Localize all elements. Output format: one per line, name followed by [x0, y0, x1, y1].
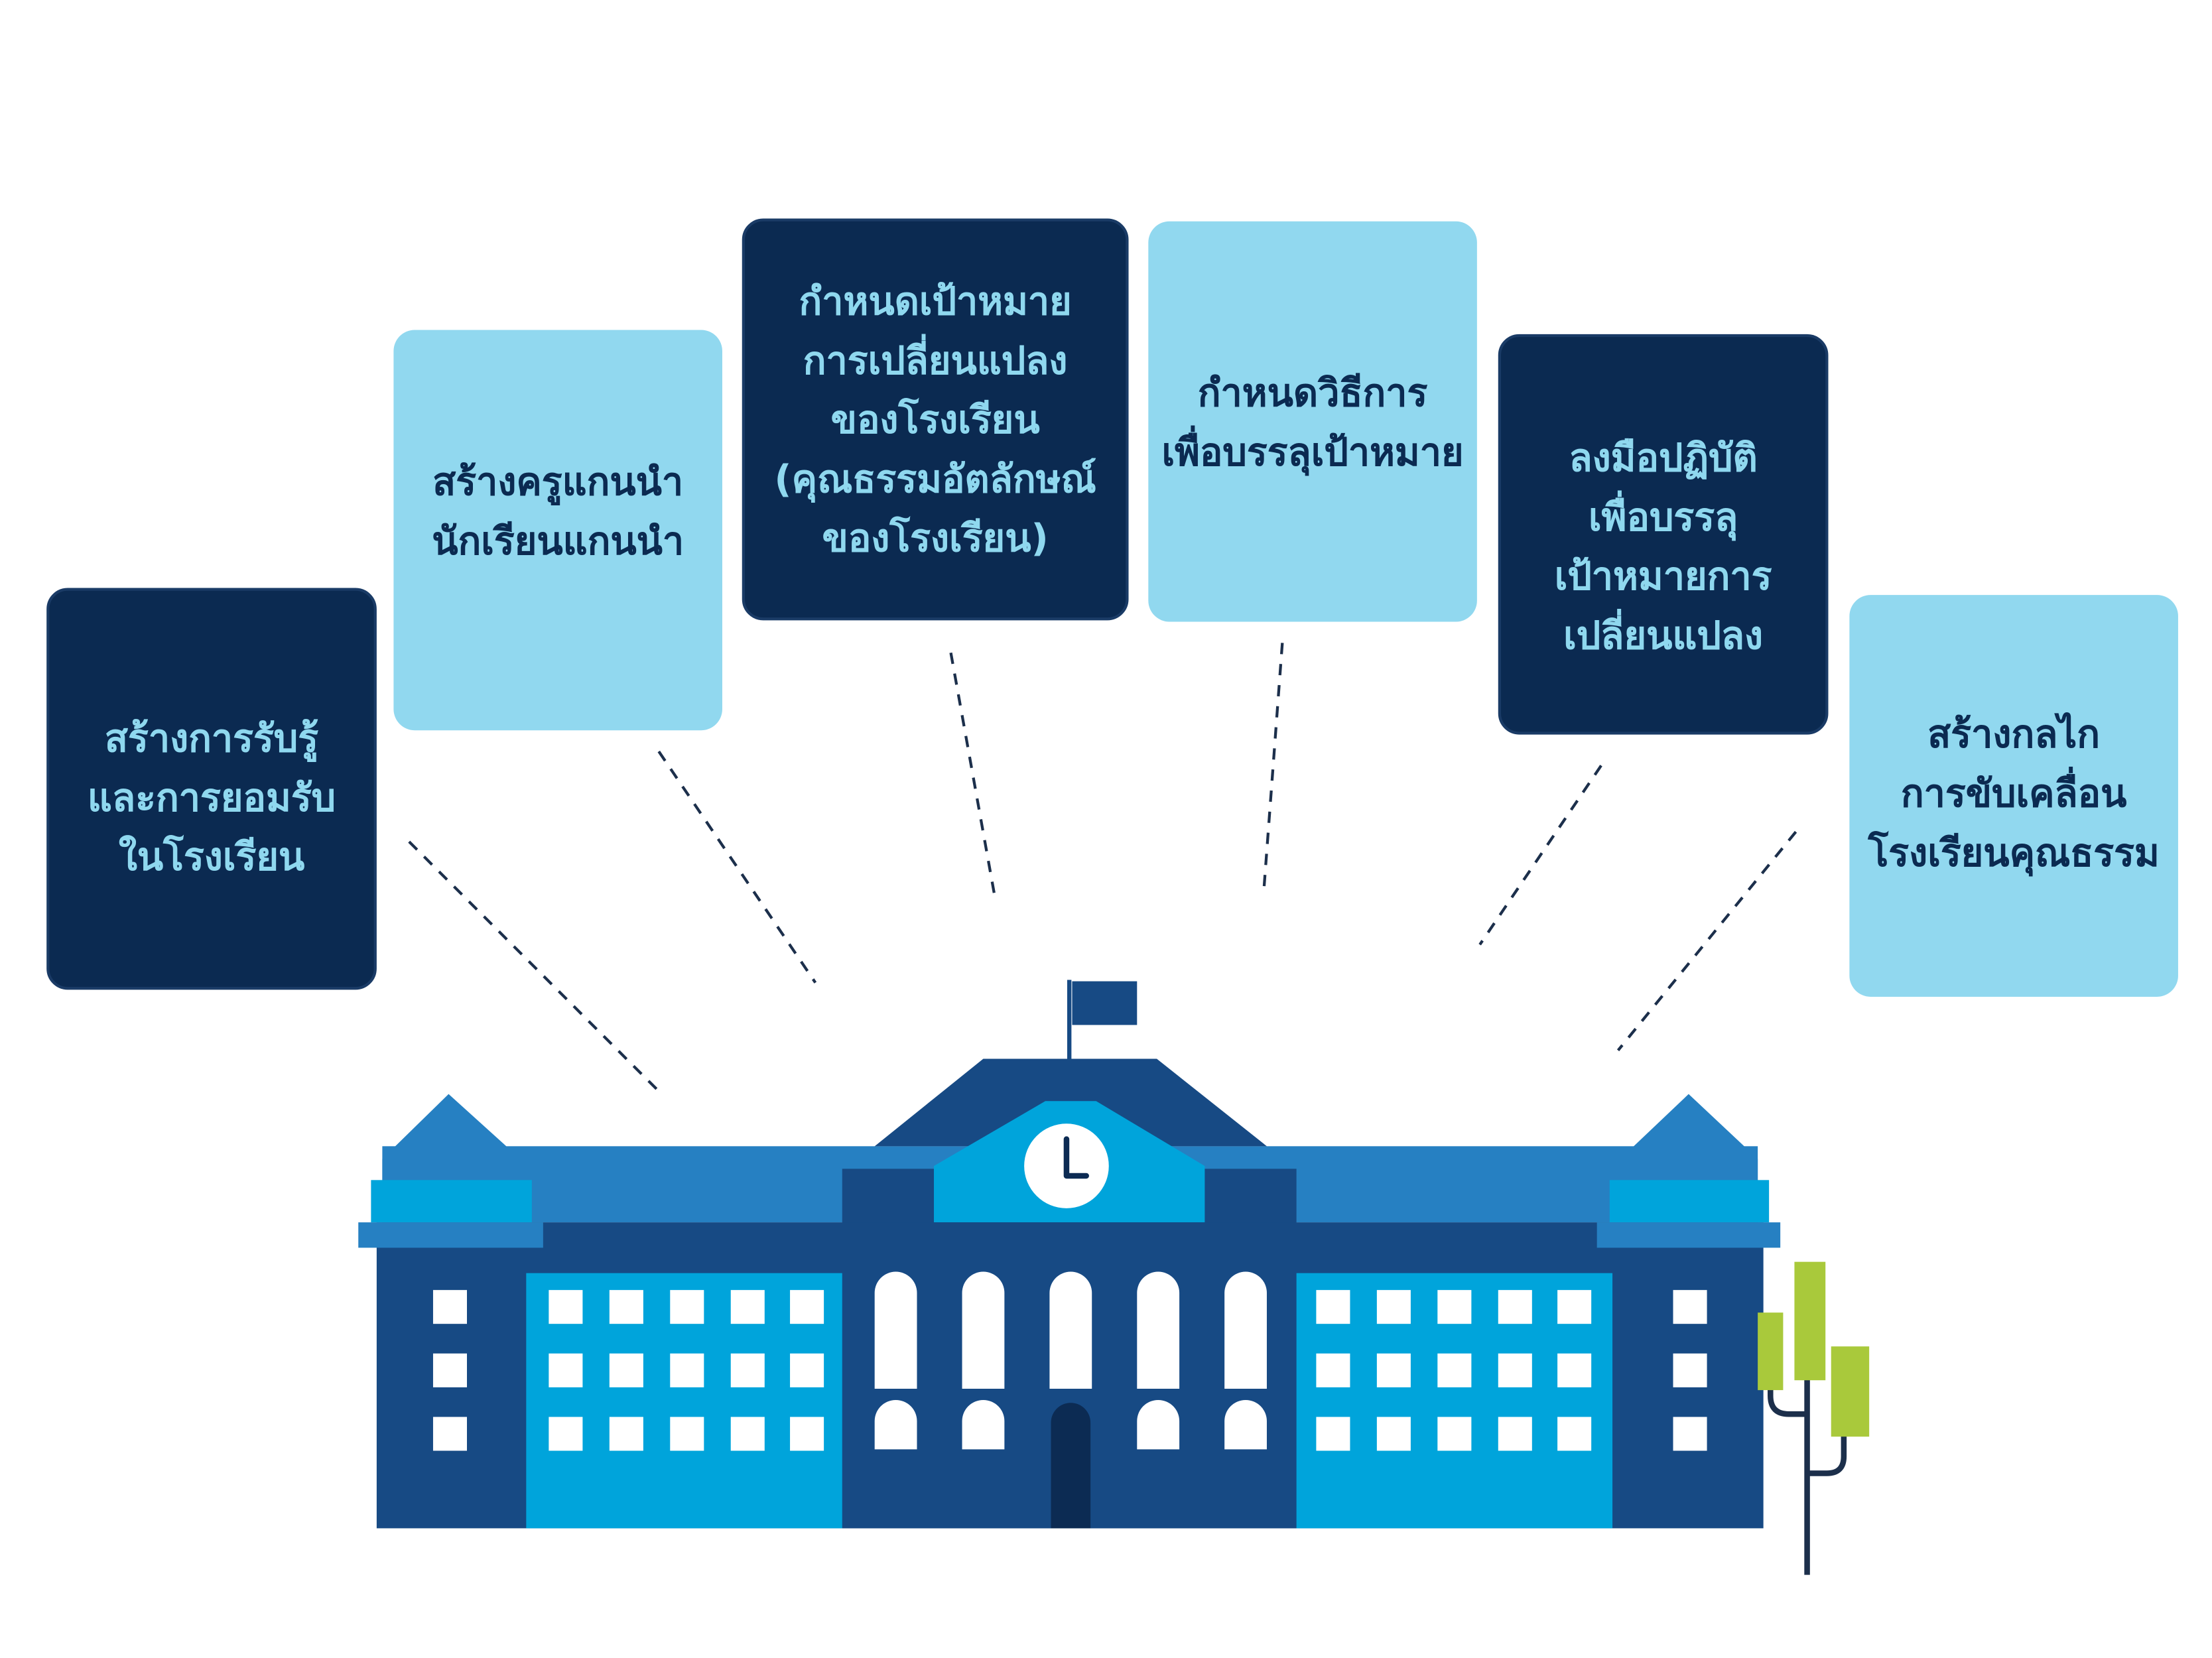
small-arched-window	[874, 1399, 917, 1450]
right-tower-window	[1673, 1290, 1707, 1324]
left-wing-window	[670, 1353, 704, 1387]
windows	[432, 1271, 1707, 1451]
step-line: ของโรงเรียน	[830, 399, 1040, 443]
step-line: เป้าหมายการ	[1554, 555, 1772, 600]
step-line: การขับเคลื่อน	[1900, 772, 2127, 816]
step-box-set-methods: กำหนดวิธีการ เพื่อบรรลุเป้าหมาย	[1148, 221, 1477, 622]
left-wing-window	[730, 1290, 765, 1324]
flag-icon	[1067, 980, 1138, 1062]
left-wing-window	[730, 1353, 765, 1387]
step-line: ในโรงเรียน	[118, 836, 305, 880]
left-wing-window	[730, 1417, 765, 1451]
step-line: เปลี่ยนแปลง	[1563, 614, 1764, 659]
front-door	[1051, 1403, 1091, 1529]
arched-window	[1049, 1271, 1092, 1389]
step-line: สร้างการรับรู้	[104, 718, 319, 761]
right-wing-window	[1437, 1353, 1472, 1387]
connector-line-6	[1616, 830, 1797, 1052]
right-wing-window	[1557, 1290, 1592, 1324]
left-ledge	[358, 1222, 543, 1248]
small-arched-window	[962, 1399, 1005, 1450]
step-line: กำหนดวิธีการ	[1197, 372, 1428, 416]
clock-icon	[1024, 1123, 1109, 1208]
step-box-awareness: สร้างการรับรู้ และการยอมรับ ในโรงเรียน	[46, 588, 377, 990]
tree-icon	[1758, 1261, 1870, 1575]
left-wing-window	[549, 1290, 583, 1324]
right-wing-window	[1316, 1290, 1350, 1324]
left-wing-window	[549, 1417, 583, 1451]
step-line: นักเรียนแกนนำ	[432, 520, 684, 564]
right-wing-window	[1557, 1417, 1592, 1451]
left-wing-window	[790, 1353, 824, 1387]
connector-line-1	[408, 840, 665, 1097]
connector-line-5	[1478, 765, 1602, 946]
arched-window	[874, 1271, 917, 1389]
left-wing-window	[549, 1353, 583, 1387]
connector-line-2	[657, 750, 817, 984]
step-line: (คุณธรรมอัตลักษณ์	[774, 458, 1096, 502]
right-wing-window	[1498, 1417, 1532, 1451]
right-cornice	[1609, 1180, 1770, 1223]
step-box-take-action: ลงมือปฏิบัติ เพื่อบรรลุ เป้าหมายการ เปลี…	[1498, 334, 1829, 735]
left-tower-window	[432, 1353, 468, 1387]
right-wing-window	[1316, 1353, 1350, 1387]
step-line: สร้างกลไก	[1927, 713, 2101, 757]
right-ledge	[1596, 1222, 1781, 1248]
left-wing-window	[609, 1353, 643, 1387]
small-arched-window	[1137, 1399, 1180, 1450]
arched-window	[962, 1271, 1005, 1389]
right-wing-window	[1498, 1353, 1532, 1387]
right-wing-window	[1437, 1290, 1472, 1324]
right-tower-window	[1673, 1353, 1707, 1387]
step-box-core-leaders: สร้างครูแกนนำ นักเรียนแกนนำ	[393, 330, 722, 731]
step-box-mechanism: สร้างกลไก การขับเคลื่อน โรงเรียนคุณธรรม	[1849, 595, 2178, 997]
step-line: เพื่อบรรลุ	[1588, 496, 1738, 541]
left-cornice	[371, 1180, 532, 1223]
right-wing-window	[1316, 1417, 1350, 1451]
left-wing-window	[670, 1417, 704, 1451]
step-line: ของโรงเรียน)	[822, 517, 1049, 562]
step-line: กำหนดเป้าหมาย	[799, 281, 1072, 324]
connector-line-3	[949, 652, 996, 896]
right-tower-window	[1673, 1417, 1707, 1451]
school-building-icon	[358, 980, 1781, 1529]
right-wing-window	[1557, 1353, 1592, 1387]
arched-window	[1137, 1271, 1180, 1389]
right-wing-window	[1376, 1417, 1411, 1451]
step-line: สร้างครูแกนนำ	[432, 461, 684, 505]
left-wing-window	[790, 1417, 824, 1451]
right-wing-window	[1498, 1290, 1532, 1324]
left-wing-window	[609, 1417, 643, 1451]
left-wing-window	[609, 1290, 643, 1324]
step-line: โรงเรียนคุณธรรม	[1868, 832, 2160, 876]
small-arched-window	[1224, 1399, 1267, 1450]
step-box-set-goals: กำหนดเป้าหมาย การเปลี่ยนแปลง ของโรงเรียน…	[742, 218, 1129, 621]
right-wing-window	[1437, 1417, 1472, 1451]
step-line: และการยอมรับ	[87, 777, 336, 821]
connector-line-4	[1262, 643, 1284, 889]
left-tower-window	[432, 1417, 468, 1451]
step-line: เพื่อบรรลุเป้าหมาย	[1161, 431, 1464, 476]
left-wing-window	[670, 1290, 704, 1324]
right-wing-window	[1376, 1353, 1411, 1387]
step-line: การเปลี่ยนแปลง	[803, 340, 1068, 384]
left-tower-window	[432, 1290, 468, 1324]
arched-window	[1224, 1271, 1267, 1389]
left-wing-window	[790, 1290, 824, 1324]
right-wing-window	[1376, 1290, 1411, 1324]
step-line: ลงมือปฏิบัติ	[1569, 437, 1758, 481]
connector-lines	[408, 643, 1797, 1097]
